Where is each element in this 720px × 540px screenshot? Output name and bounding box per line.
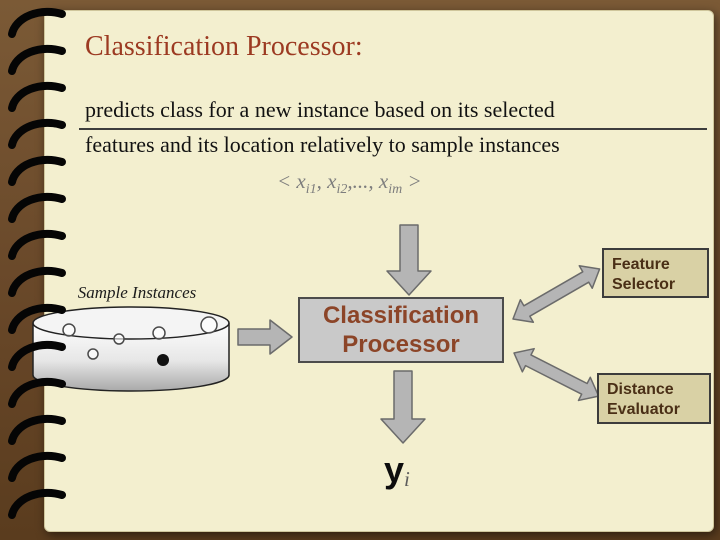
processor-box-line1: Classification <box>322 302 480 329</box>
output-subscript: i <box>404 467 410 492</box>
arrow-distance-evaluator-bidirectional <box>513 347 600 402</box>
formula-fragment: < x <box>277 169 306 193</box>
body-text-line1: predicts class for a new instance based … <box>85 97 555 122</box>
output-symbol: y <box>384 449 405 490</box>
formula-subscript: i1 <box>305 182 317 198</box>
sample-instances-database-icon <box>32 306 230 392</box>
feature-selector-line1: Feature <box>612 256 670 273</box>
spiral-ring <box>12 197 62 219</box>
spiral-ring <box>12 49 62 71</box>
spiral-ring <box>12 382 62 404</box>
bidirectional-arrows-layer <box>512 264 601 402</box>
classification-processor-box: Classification Processor <box>298 297 504 363</box>
spiral-ring <box>12 86 62 108</box>
instance-dot <box>62 323 76 337</box>
body-text-line2: features and its location relatively to … <box>85 132 560 157</box>
arrow-input-down <box>386 224 432 296</box>
spiral-ring <box>12 493 62 515</box>
formula-subscript: i2 <box>336 182 348 198</box>
distance-evaluator-box: Distance Evaluator <box>597 373 711 424</box>
sample-instances-label: Sample Instances <box>77 283 197 302</box>
spiral-ring <box>12 419 62 441</box>
spiral-ring <box>12 345 62 367</box>
feature-selector-box: Feature Selector <box>602 248 709 298</box>
spiral-binding <box>0 0 80 540</box>
divider-line <box>79 128 707 130</box>
output-label: yi <box>384 449 410 492</box>
spiral-ring <box>12 123 62 145</box>
formula-fragment: , x <box>316 169 337 193</box>
instance-dot <box>200 316 218 334</box>
spiral-ring <box>12 271 62 293</box>
arrow-output-down <box>380 370 426 444</box>
slide-title: Classification Processor: <box>85 31 363 62</box>
processor-box-line2: Processor <box>342 331 460 358</box>
instance-dot-filled <box>157 354 169 366</box>
arrow-database-to-processor <box>237 319 293 355</box>
spiral-ring <box>12 12 62 34</box>
instance-dot <box>87 348 99 360</box>
feature-vector-formula: < xi1, xi2,..., xim > <box>277 169 422 198</box>
formula-subscript: im <box>388 182 403 198</box>
slide: Classification Processor: predicts class… <box>32 10 714 532</box>
spiral-ring <box>12 160 62 182</box>
instance-dot <box>152 326 166 340</box>
spiral-ring <box>12 456 62 478</box>
spiral-ring <box>12 308 62 330</box>
arrow-feature-selector-bidirectional <box>512 264 601 324</box>
formula-fragment: > <box>402 169 422 193</box>
distance-evaluator-line2: Evaluator <box>607 401 680 418</box>
spiral-ring <box>12 234 62 256</box>
formula-fragment: ,..., x <box>347 169 389 193</box>
feature-selector-line2: Selector <box>612 276 676 293</box>
instance-dot <box>113 333 125 345</box>
distance-evaluator-line1: Distance <box>607 381 674 398</box>
